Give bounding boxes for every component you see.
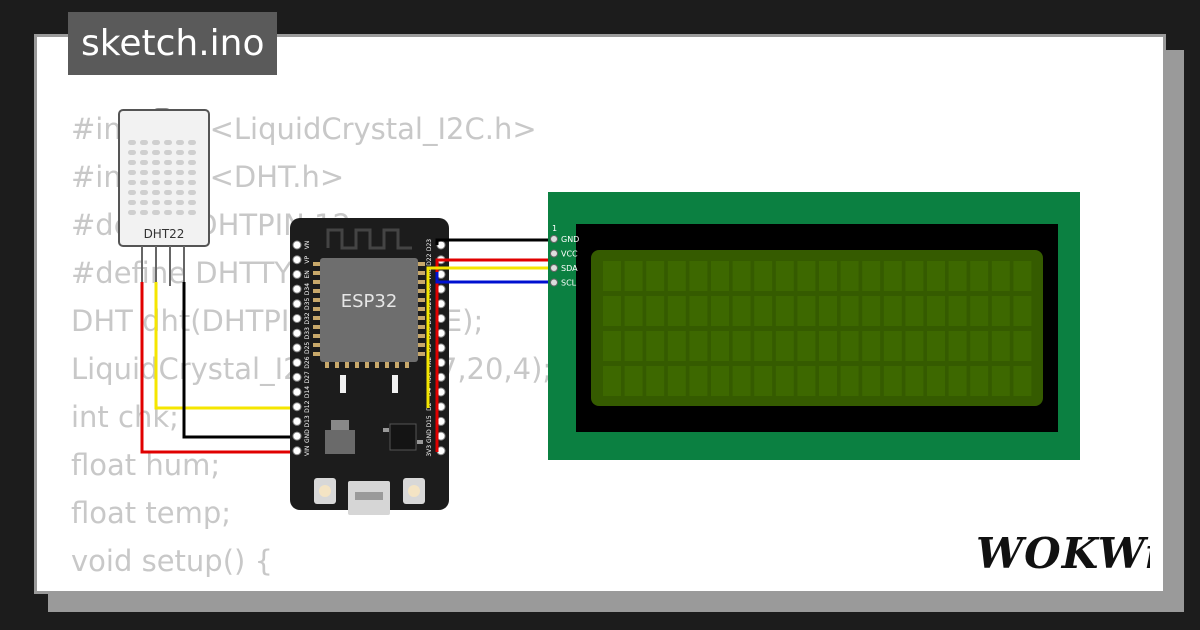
wokwi-logo: WOKWi: [976, 529, 1150, 578]
lcd-pin[interactable]: [550, 278, 558, 287]
esp32-pin[interactable]: [292, 446, 302, 456]
lcd-pin-label: SDA: [561, 264, 578, 273]
esp32-pin-label: D26: [304, 356, 311, 368]
esp32-pin[interactable]: [292, 240, 302, 250]
esp32-pin[interactable]: [292, 387, 302, 397]
esp32-pin-label: D22: [426, 253, 433, 265]
esp32-pin-label: EN: [304, 270, 311, 278]
lcd-pin-number: 1: [552, 224, 557, 233]
boot-button[interactable]: [314, 478, 336, 504]
esp32-pin-label: VIN: [304, 446, 311, 456]
code-line: int chk;: [71, 400, 179, 434]
code-line: float hum;: [71, 448, 221, 482]
esp32-pin-label: 3V3: [426, 445, 433, 457]
lcd-pin[interactable]: [550, 235, 558, 243]
esp32-board[interactable]: ESP32 VNVPEND34D35D32D33D25D26D27D14D12D…: [290, 218, 449, 515]
esp32-pin[interactable]: [292, 343, 302, 353]
esp32-pin-label: D14: [304, 386, 311, 398]
esp32-pin[interactable]: [292, 299, 302, 309]
code-line: void setup() {: [71, 544, 273, 578]
lcd-pin[interactable]: [550, 264, 558, 272]
esp32-pin-label: VN: [304, 241, 311, 250]
lcd-2004[interactable]: 1 GND VCC SDA SCL: [548, 192, 1080, 460]
lcd-wires: [426, 238, 556, 452]
esp32-pin-label: D13: [304, 415, 311, 427]
esp32-pin-label: D25: [304, 342, 311, 354]
en-button[interactable]: [403, 478, 425, 504]
sensor-wires: [140, 282, 297, 454]
esp32-label: ESP32: [341, 291, 398, 312]
esp32-pin[interactable]: [292, 358, 302, 368]
esp32-pin[interactable]: [292, 284, 302, 294]
esp32-pin[interactable]: [292, 416, 302, 426]
esp32-pin[interactable]: [292, 255, 302, 265]
wokwi-logo-text: WOKWi: [976, 529, 1150, 578]
esp32-pin[interactable]: [292, 314, 302, 323]
esp32-pin-label: D27: [304, 371, 311, 383]
esp32-pin-label: D34: [304, 283, 311, 295]
esp32-pin-label: GND: [426, 429, 433, 443]
esp32-pin-label: VP: [304, 255, 311, 263]
esp32-pin-label: GND: [304, 429, 311, 443]
esp32-pin[interactable]: [292, 372, 302, 382]
lcd-pin-label: SCL: [561, 279, 577, 288]
esp32-pin-label: D12: [304, 400, 311, 412]
lcd-pin-label: GND: [561, 235, 579, 244]
esp32-pin-label: D15: [426, 415, 433, 427]
esp32-pin-label: D23: [426, 239, 433, 251]
dht22-sensor[interactable]: DHT22: [118, 108, 210, 286]
esp32-pin[interactable]: [292, 269, 302, 279]
code-line: float temp;: [71, 496, 232, 530]
lcd-pin-label: VCC: [561, 250, 578, 259]
lcd-pin[interactable]: [550, 249, 558, 258]
esp32-pin[interactable]: [292, 402, 302, 412]
esp32-pin[interactable]: [292, 328, 302, 338]
file-title-tab[interactable]: sketch.ino: [68, 12, 278, 75]
dht22-label: DHT22: [144, 227, 185, 241]
esp32-pin-label: D32: [304, 312, 311, 324]
esp32-pin-label: D33: [304, 327, 311, 339]
esp32-pin[interactable]: [292, 431, 302, 441]
esp32-pin-label: D35: [304, 297, 311, 309]
